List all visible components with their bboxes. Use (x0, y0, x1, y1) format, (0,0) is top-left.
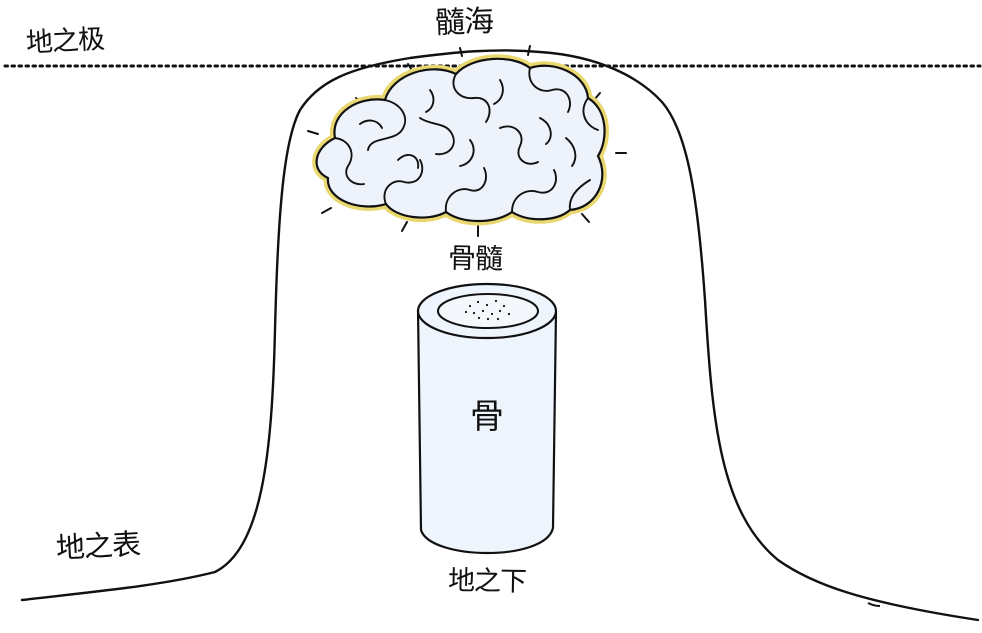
label-bone-marrow: 骨髓 (447, 241, 503, 276)
brain-outline (315, 57, 606, 222)
brain-folds (334, 67, 599, 213)
brain-illustration (312, 54, 610, 226)
hill-outline (20, 49, 980, 622)
marrow-dots (464, 299, 511, 321)
label-earth-surface: 地之表 (55, 526, 141, 566)
label-earth-limit: 地之极 (25, 23, 105, 60)
bone-body (416, 309, 558, 555)
bone-cylinder (416, 282, 558, 555)
bone-marrow-core (437, 293, 539, 329)
label-bone: 骨 (470, 397, 504, 437)
hill-baseline-tick (867, 602, 881, 607)
label-marrow-sea: 髓海 (434, 3, 494, 42)
label-earth-below: 地之下 (447, 565, 527, 598)
